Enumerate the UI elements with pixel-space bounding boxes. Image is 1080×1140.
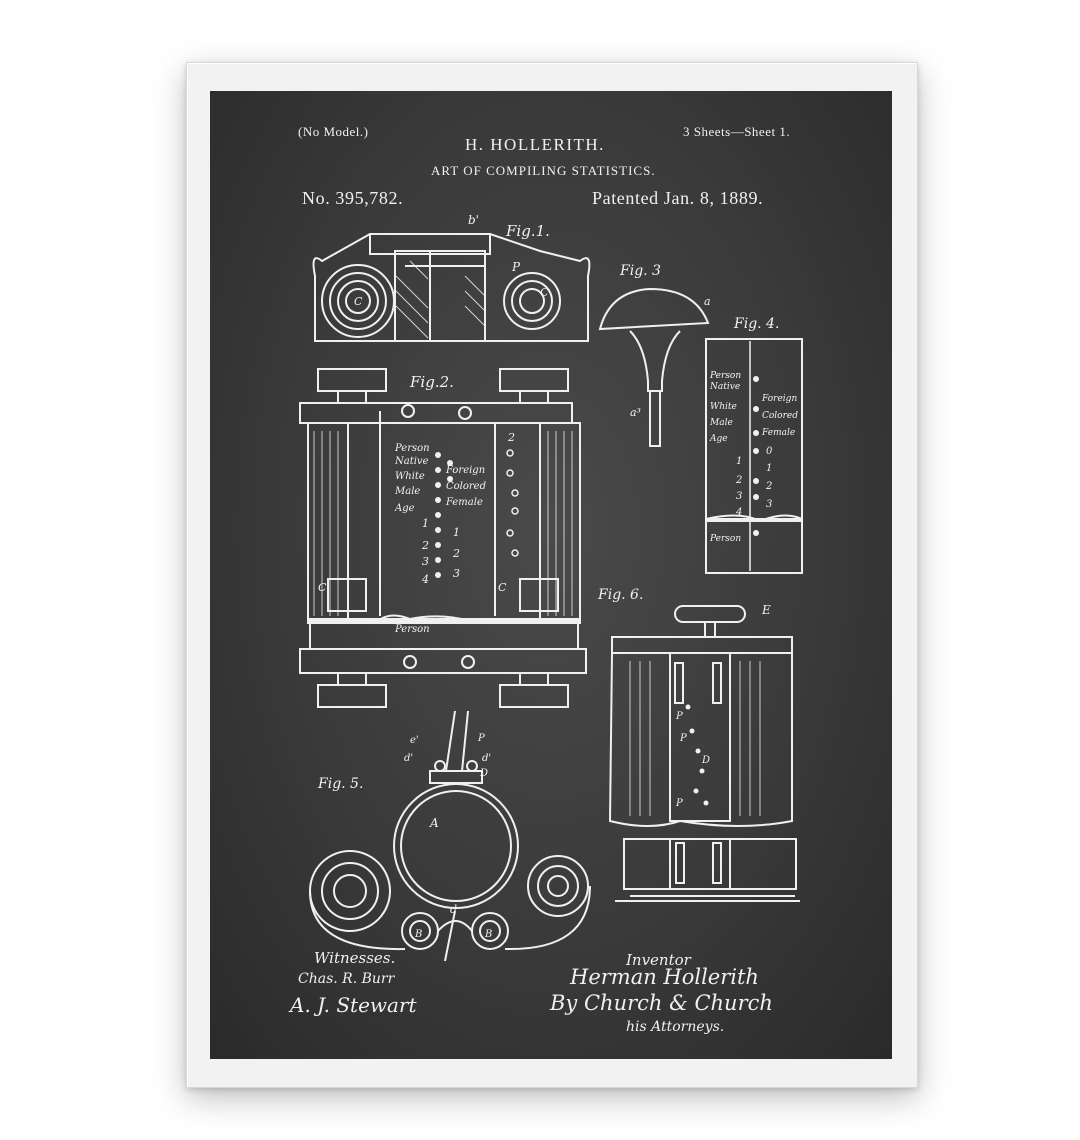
svg-text:Male: Male xyxy=(709,418,733,428)
svg-text:Person: Person xyxy=(709,534,741,544)
svg-text:B: B xyxy=(414,929,422,940)
svg-text:1: 1 xyxy=(453,526,460,539)
inventor-heading: H. HOLLERITH. xyxy=(465,135,605,154)
chalkboard-poster: (No Model.) 3 Sheets—Sheet 1. H. HOLLERI… xyxy=(210,91,892,1059)
svg-text:2: 2 xyxy=(452,547,460,560)
svg-text:Female: Female xyxy=(761,428,795,438)
svg-text:3: 3 xyxy=(766,499,772,510)
svg-text:1: 1 xyxy=(422,517,429,530)
fig1-label: Fig.1. xyxy=(505,222,550,240)
svg-text:a³: a³ xyxy=(630,406,641,419)
svg-text:P: P xyxy=(679,733,687,744)
svg-text:4: 4 xyxy=(421,573,429,586)
svg-text:Foreign: Foreign xyxy=(445,465,485,476)
svg-text:3: 3 xyxy=(453,567,460,580)
fig5-label: Fig. 5. xyxy=(317,776,363,792)
svg-text:Native: Native xyxy=(709,382,740,392)
patent-number: No. 395,782. xyxy=(302,188,404,208)
svg-text:D: D xyxy=(479,768,488,779)
svg-text:1: 1 xyxy=(736,456,742,467)
svg-text:d': d' xyxy=(404,753,413,764)
attorneys-signature: By Church & Church xyxy=(550,991,773,1015)
svg-text:A: A xyxy=(429,816,439,830)
svg-text:Person: Person xyxy=(394,443,430,454)
fig4-label: Fig. 4. xyxy=(733,316,779,332)
svg-text:2: 2 xyxy=(735,475,742,486)
fig6-drawing: P P D P E Fig. 6. xyxy=(597,587,800,902)
svg-text:P: P xyxy=(675,711,683,722)
svg-text:Foreign: Foreign xyxy=(761,394,797,404)
fig3-label: Fig. 3 xyxy=(619,263,661,279)
svg-text:Female: Female xyxy=(445,497,483,508)
fig1-drawing: Fig.1. b' P C C xyxy=(312,213,591,342)
witness-signature-1: Chas. R. Burr xyxy=(298,971,395,987)
svg-text:P: P xyxy=(675,798,683,809)
svg-text:Age: Age xyxy=(394,503,415,514)
svg-text:2: 2 xyxy=(765,481,772,492)
witness-signature-2: A. J. Stewart xyxy=(290,993,417,1017)
fig2-drawing: Person Native Foreign White Colored Male… xyxy=(299,368,587,708)
svg-text:1: 1 xyxy=(766,463,772,474)
sheet-count: 3 Sheets—Sheet 1. xyxy=(683,124,791,139)
svg-text:White: White xyxy=(395,471,425,482)
patent-drawings: Fig.1. b' P C C xyxy=(299,213,803,962)
attorneys-label: his Attorneys. xyxy=(626,1019,725,1035)
fig3-drawing: Fig. 3 a a³ xyxy=(598,263,711,447)
fig2-label: Fig.2. xyxy=(409,373,454,391)
patent-date: Patented Jan. 8, 1889. xyxy=(592,188,764,208)
svg-text:2: 2 xyxy=(421,539,429,552)
svg-text:0: 0 xyxy=(766,446,773,457)
svg-text:C: C xyxy=(318,581,327,594)
patent-title: ART OF COMPILING STATISTICS. xyxy=(431,163,656,178)
fig5-drawing: A d B B e' P d' d' D Fig. 5. xyxy=(309,710,591,962)
inventor-label: Inventor xyxy=(626,951,691,969)
svg-text:Age: Age xyxy=(709,434,728,444)
svg-text:Colored: Colored xyxy=(762,411,798,421)
svg-text:White: White xyxy=(710,402,737,412)
svg-text:2: 2 xyxy=(507,431,515,444)
fig6-label: Fig. 6. xyxy=(597,587,643,603)
witnesses-label: Witnesses. xyxy=(314,949,396,967)
svg-text:P: P xyxy=(477,733,485,744)
fig4-drawing: Person Native Foreign White Colored Male… xyxy=(705,316,803,574)
svg-text:d': d' xyxy=(482,753,491,764)
svg-text:Male: Male xyxy=(394,486,420,497)
svg-text:Person: Person xyxy=(709,371,741,381)
model-note: (No Model.) xyxy=(298,124,369,139)
svg-text:3: 3 xyxy=(422,555,429,568)
svg-text:C: C xyxy=(354,295,363,308)
svg-text:D: D xyxy=(701,755,710,766)
svg-text:4: 4 xyxy=(735,507,742,518)
svg-text:B: B xyxy=(484,929,492,940)
svg-text:P: P xyxy=(511,260,521,274)
svg-text:a: a xyxy=(704,295,711,308)
svg-text:Native: Native xyxy=(394,456,429,467)
svg-text:E: E xyxy=(761,603,771,617)
svg-text:d: d xyxy=(450,903,457,916)
svg-text:C: C xyxy=(540,286,549,299)
svg-text:Person: Person xyxy=(394,624,430,635)
svg-text:C: C xyxy=(498,581,507,594)
svg-text:e': e' xyxy=(410,735,419,746)
svg-text:3: 3 xyxy=(736,491,742,502)
svg-text:Colored: Colored xyxy=(446,481,486,492)
inventor-signature: Herman Hollerith xyxy=(570,965,759,989)
svg-text:b': b' xyxy=(468,213,479,227)
